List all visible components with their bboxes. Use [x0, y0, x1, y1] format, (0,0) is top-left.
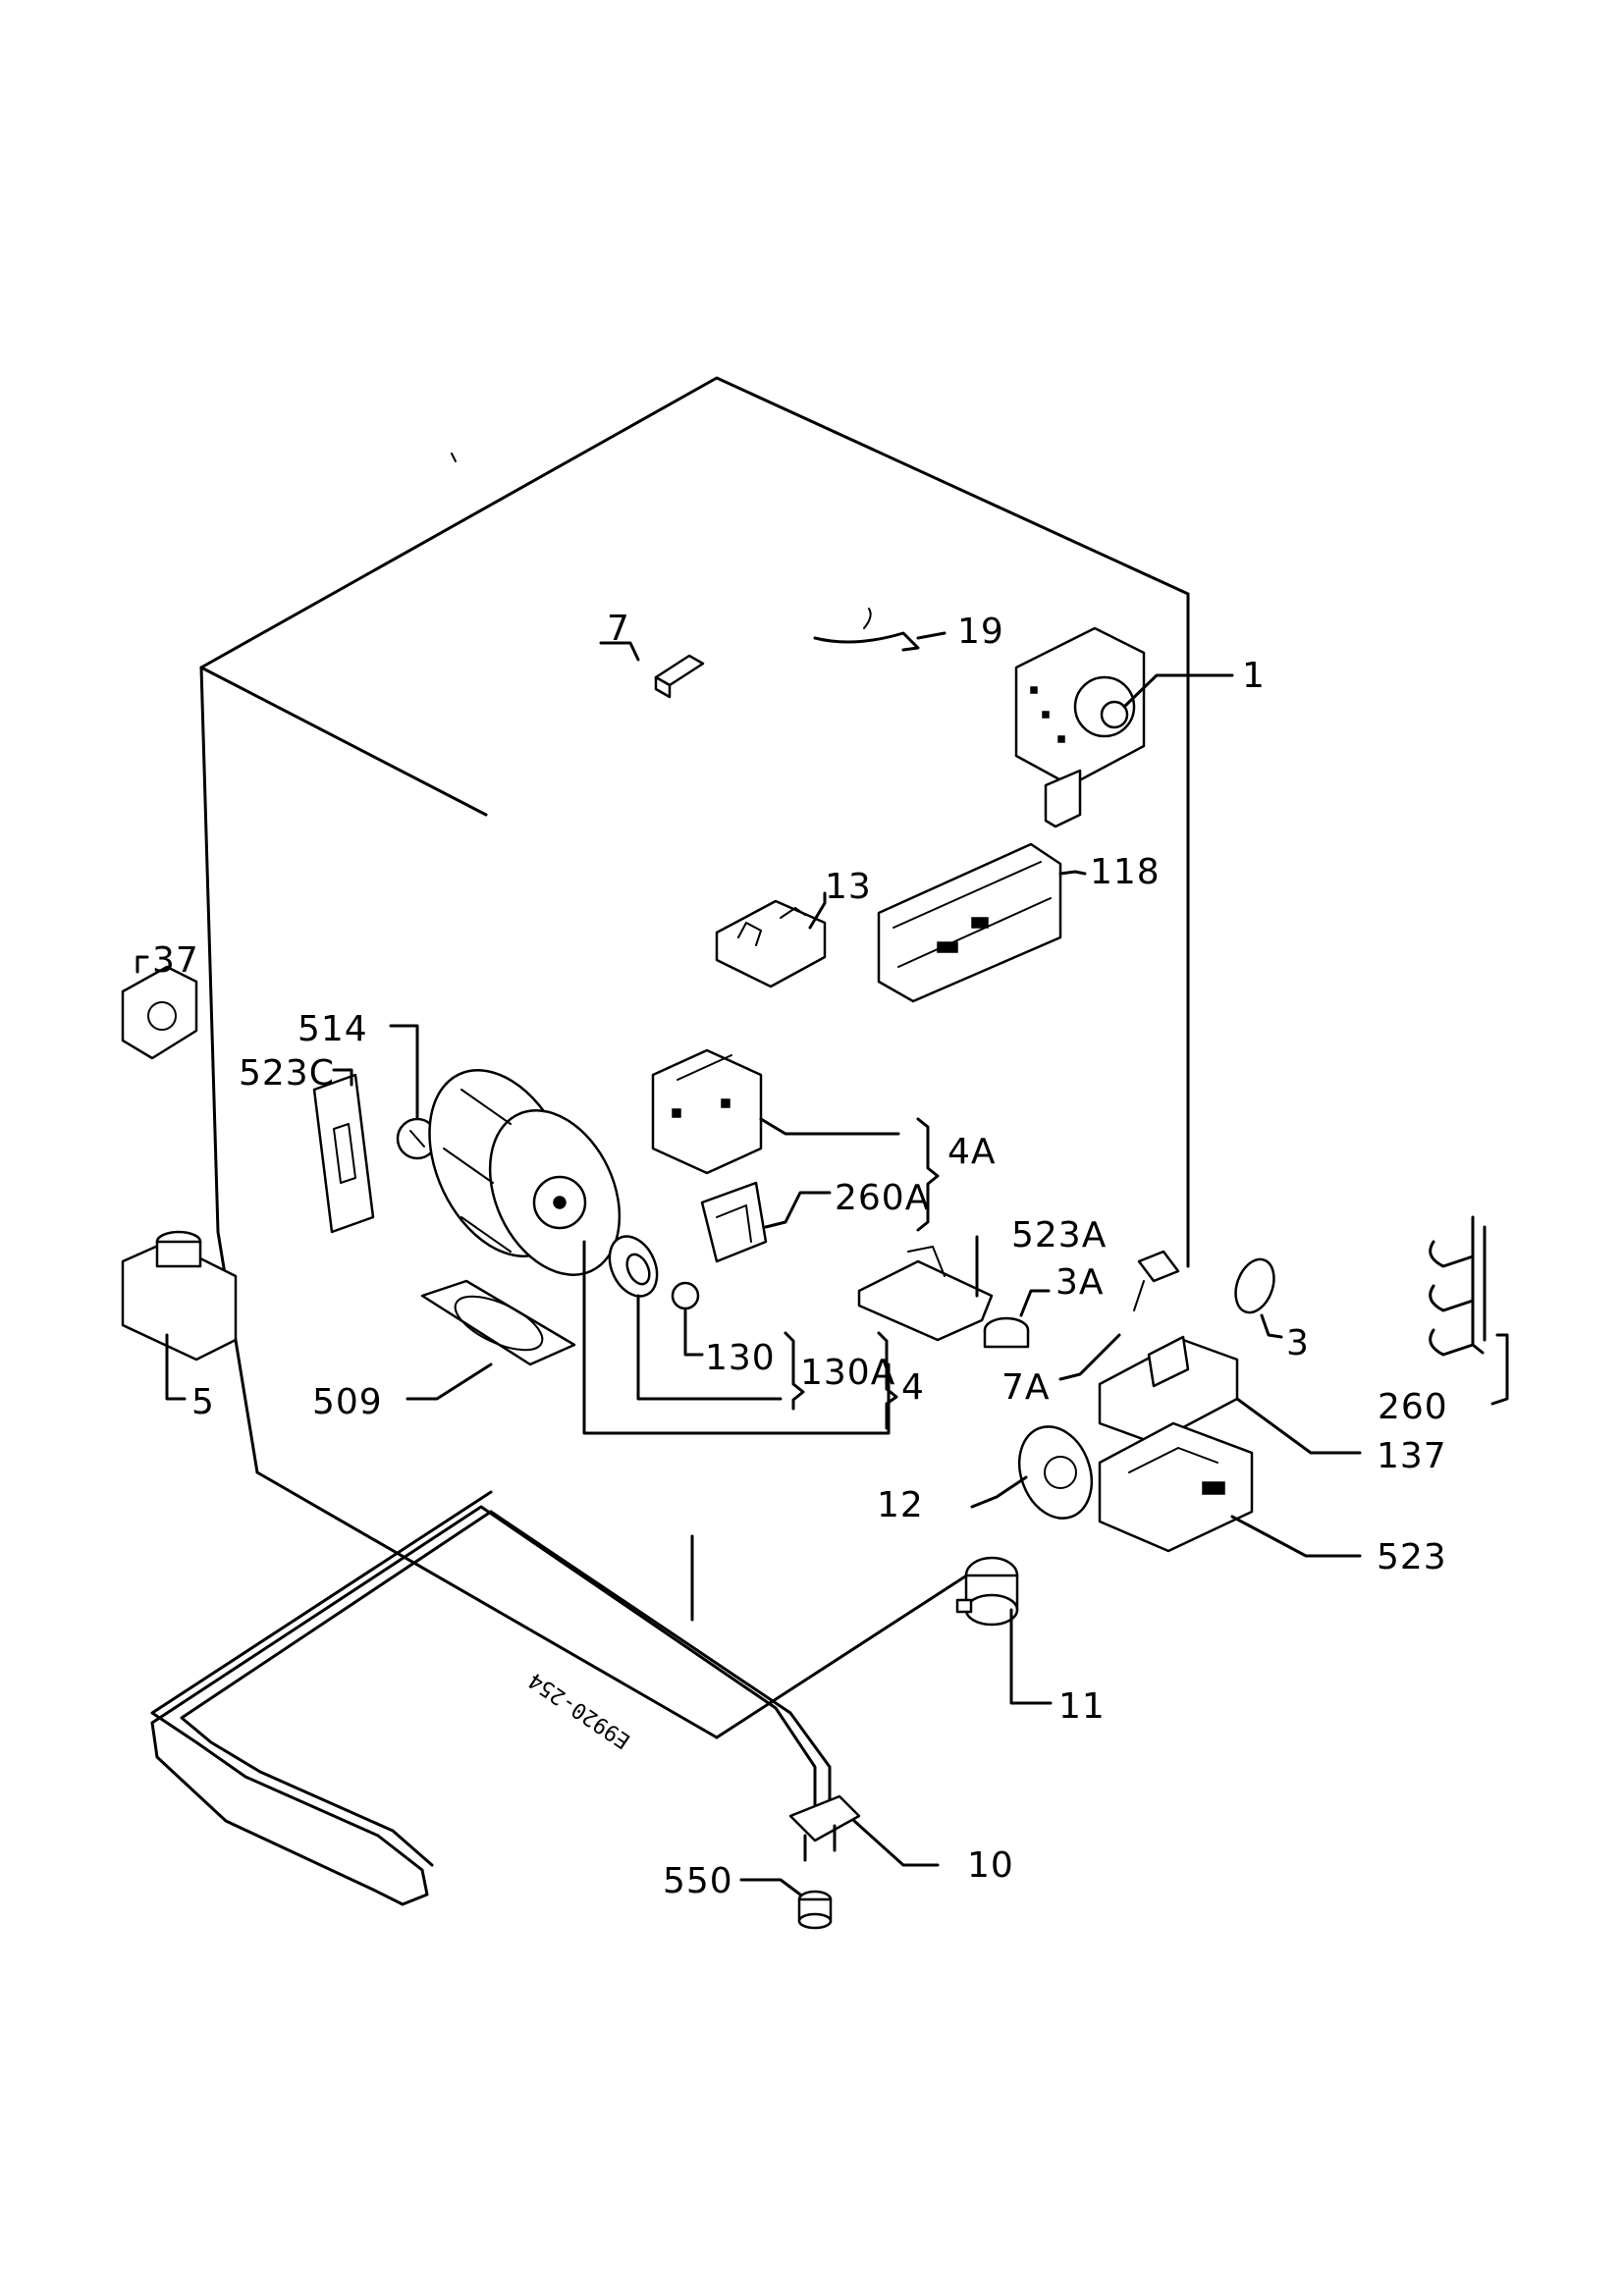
label-11: 11 — [1058, 1686, 1106, 1727]
part-11-cylinder — [955, 1556, 1053, 1705]
label-4: 4 — [901, 1367, 925, 1408]
label-3: 3 — [1286, 1323, 1310, 1363]
bracket-130a-4 — [784, 1331, 898, 1430]
label-523: 523 — [1377, 1537, 1447, 1577]
part-5-valve — [121, 1230, 238, 1401]
label-509: 509 — [312, 1382, 383, 1422]
part-labels: 7 19 1 118 13 37 514 523C 4A 260A 523A 3… — [152, 609, 1448, 1901]
label-260: 260 — [1378, 1387, 1448, 1427]
part-7-switch — [599, 641, 705, 699]
part-130-coupling — [608, 1235, 783, 1401]
cabinet-outline — [199, 376, 1190, 1739]
label-12: 12 — [877, 1485, 924, 1525]
label-1: 1 — [1242, 656, 1266, 696]
part-550-plug — [739, 1878, 833, 1930]
label-19: 19 — [957, 612, 1004, 652]
label-13: 13 — [825, 867, 872, 907]
part-260a-bracket — [700, 1181, 832, 1263]
label-7a: 7A — [1001, 1367, 1051, 1408]
label-514: 514 — [298, 1009, 368, 1049]
label-523a: 523A — [1011, 1215, 1107, 1255]
label-130a: 130A — [800, 1353, 895, 1393]
part-1-timer — [1014, 626, 1234, 828]
part-3-sensor — [1234, 1257, 1283, 1339]
label-3a: 3A — [1055, 1262, 1105, 1303]
label-523c: 523C — [239, 1053, 335, 1094]
part-523c-plate — [312, 1068, 375, 1234]
label-137: 137 — [1377, 1436, 1447, 1476]
part-3a-thermostat — [983, 1289, 1051, 1349]
label-550: 550 — [663, 1861, 733, 1901]
part-12-pump — [970, 1425, 1094, 1520]
label-4a: 4A — [947, 1132, 997, 1172]
label-130: 130 — [705, 1338, 776, 1378]
part-523a-bracket — [857, 1235, 994, 1342]
part-137-sump — [1098, 1335, 1362, 1455]
part-118-module — [877, 842, 1087, 1003]
label-5: 5 — [191, 1382, 215, 1422]
part-19-wire — [813, 608, 947, 652]
part-509-gasket — [406, 1279, 576, 1401]
label-118: 118 — [1090, 852, 1161, 892]
label-7: 7 — [607, 609, 630, 649]
label-10: 10 — [967, 1845, 1014, 1886]
part-4-motor — [428, 1069, 891, 1435]
bracket-4a — [916, 1117, 940, 1232]
part-13-terminal — [715, 891, 827, 988]
part-10-heater: E9920-254 — [150, 1490, 940, 1906]
part-4a-relay — [651, 1048, 900, 1175]
part-260-clips — [1429, 1215, 1509, 1406]
part-7a-switch — [1058, 1250, 1180, 1381]
label-260a: 260A — [835, 1178, 930, 1218]
label-37: 37 — [152, 940, 199, 981]
part-523-pump-housing — [1098, 1421, 1362, 1558]
part-37-relay — [121, 955, 198, 1060]
